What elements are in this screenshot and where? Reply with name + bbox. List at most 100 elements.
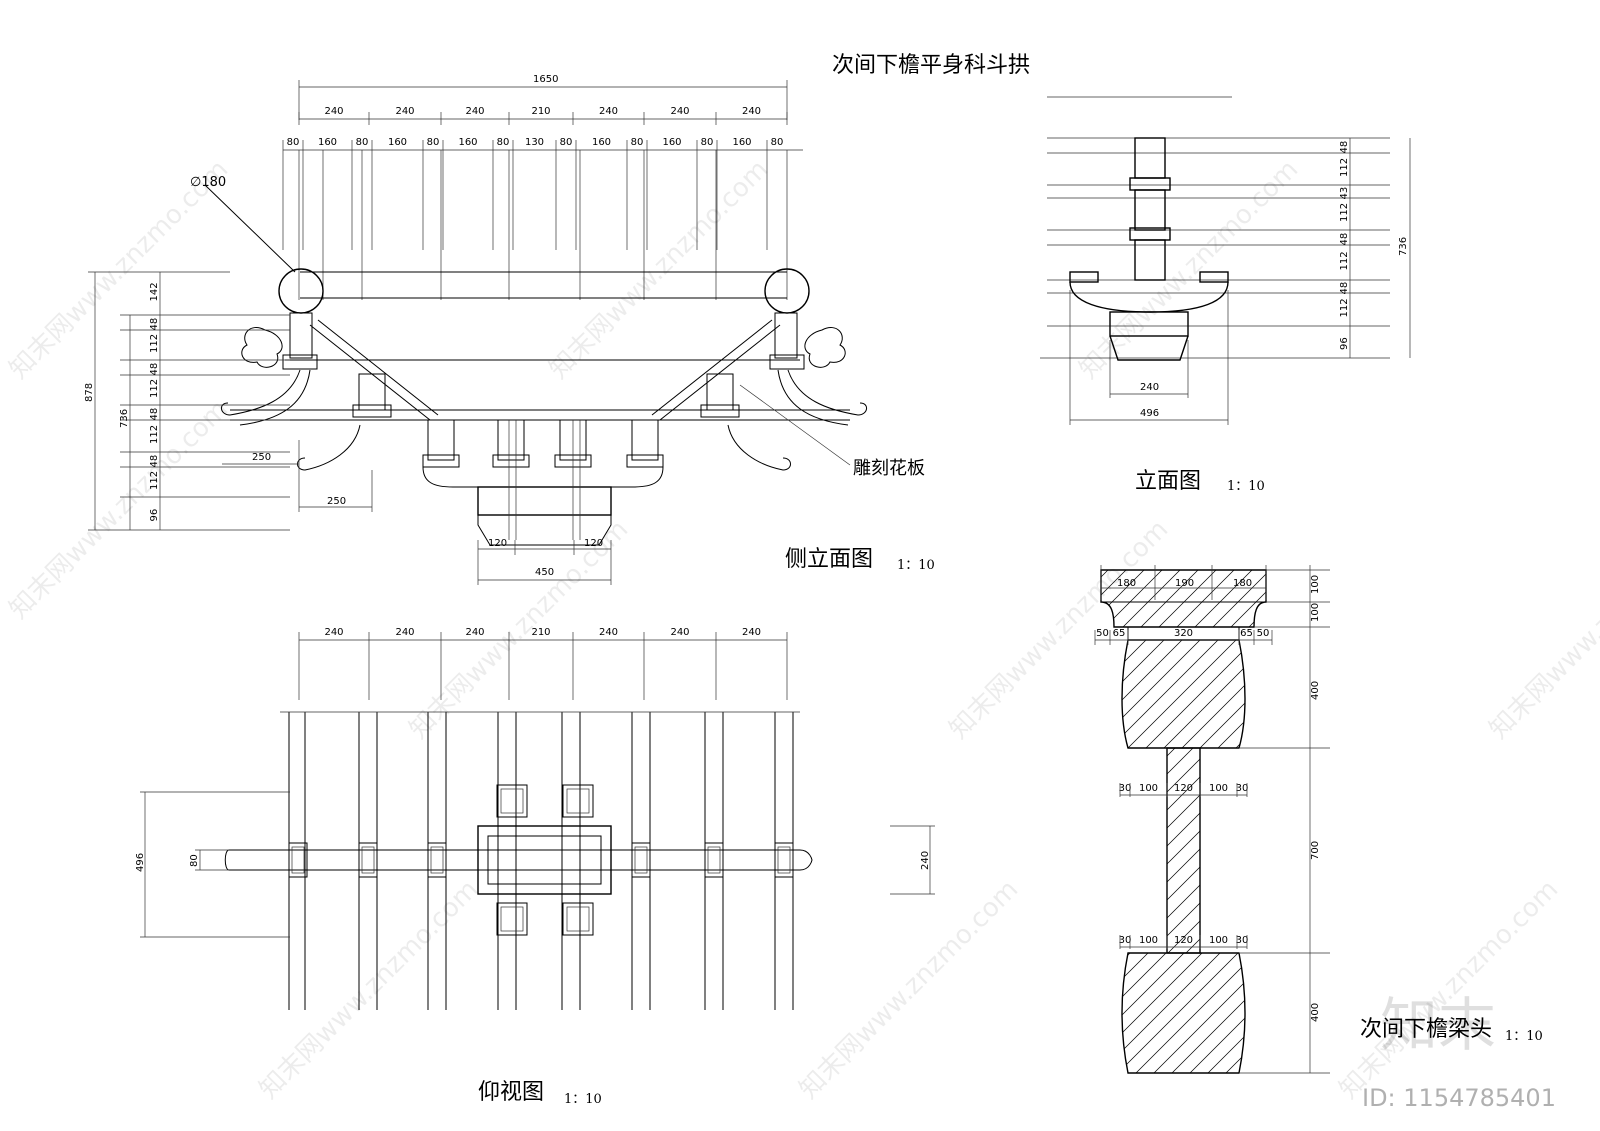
plan-cross-block xyxy=(562,784,594,818)
elev-right-dim-5: 112 xyxy=(1339,251,1350,270)
main-title: 次间下檐平身科斗拱 xyxy=(832,53,1030,78)
dim-base-120b: 120 xyxy=(584,538,603,549)
elevation-scale: 1：10 xyxy=(1227,479,1265,494)
plan-top-dim-2: 240 xyxy=(465,627,484,638)
watermark-10: 知末网www.znzmo.com xyxy=(1334,874,1565,1105)
dim-base-450: 450 xyxy=(535,567,554,578)
side-second-dim-0: 80 xyxy=(287,137,300,148)
plan-square-block xyxy=(774,842,794,878)
dim-arm-250a: 250 xyxy=(252,452,271,463)
base-block xyxy=(477,486,612,516)
carved-panel-label: 雕刻花板 xyxy=(853,458,925,479)
side-top-dim-5: 240 xyxy=(670,106,689,117)
watermark-layer: 知末网www.znzmo.com 知末网www.znzmo.com 知末网www… xyxy=(4,154,1600,1112)
watermark-2: 知末网www.znzmo.com xyxy=(544,154,775,385)
side-left-dim-7: 48 xyxy=(149,455,160,468)
beam-dim-180a: 180 xyxy=(1117,578,1136,589)
side-second-dim-13: 160 xyxy=(732,137,751,148)
side-top-dim-2: 240 xyxy=(465,106,484,117)
watermark-7: 知末网www.znzmo.com xyxy=(1484,514,1600,745)
side-left-dim-0: 142 xyxy=(149,282,160,301)
dim-overall: 1650 xyxy=(533,74,558,85)
beam-row2-dim-0: 50 xyxy=(1096,628,1109,639)
side-left-dim-1: 48 xyxy=(149,318,160,331)
beam-dim-180b: 180 xyxy=(1233,578,1252,589)
arm-right-1 xyxy=(787,369,867,416)
beam-row4-dim-1: 100 xyxy=(1139,935,1158,946)
beam-row3-dim-0: 30 xyxy=(1119,783,1132,794)
beam-row4-dim-0: 30 xyxy=(1119,935,1132,946)
elev-dim-total: 736 xyxy=(1398,237,1409,256)
arm-left-1 xyxy=(221,369,301,416)
plan-center-block xyxy=(477,825,612,895)
side-left-dim-4: 112 xyxy=(149,379,160,398)
logo-watermark: 知末 xyxy=(1380,991,1496,1059)
plan-cross-block xyxy=(562,902,594,936)
dim-736: 736 xyxy=(119,409,130,428)
plan-dim-240: 240 xyxy=(920,851,931,870)
side-left-dim-2: 112 xyxy=(149,334,160,353)
beam-row2-dim-1: 65 xyxy=(1113,628,1126,639)
round-beam-left xyxy=(278,268,324,314)
dim-878: 878 xyxy=(84,383,95,402)
side-left-dim-8: 112 xyxy=(149,471,160,490)
side-left-dim-3: 48 xyxy=(149,363,160,376)
side-second-dim-4: 80 xyxy=(427,137,440,148)
plan-square-block xyxy=(427,842,447,878)
plan-square-block xyxy=(704,842,724,878)
side-second-dim-8: 80 xyxy=(560,137,573,148)
side-second-dim-11: 160 xyxy=(662,137,681,148)
beam-dim-100b: 100 xyxy=(1310,603,1321,622)
side-second-dim-12: 80 xyxy=(701,137,714,148)
elev-dim-240: 240 xyxy=(1140,382,1159,393)
watermark-1: 知末网www.znzmo.com xyxy=(4,154,235,385)
bottom-view-scale: 1：10 xyxy=(564,1092,602,1107)
side-elevation-scale: 1：10 xyxy=(897,558,935,573)
plan-square-block xyxy=(358,842,378,878)
beam-head-scale: 1：10 xyxy=(1505,1029,1543,1044)
beam-row3-dim-3: 100 xyxy=(1209,783,1228,794)
watermark-3: 知末网www.znzmo.com xyxy=(1074,154,1305,385)
side-top-dim-1: 240 xyxy=(395,106,414,117)
elev-right-dim-7: 112 xyxy=(1339,298,1350,317)
side-top-dim-4: 240 xyxy=(599,106,618,117)
watermark-4: 知末网www.znzmo.com xyxy=(4,394,235,625)
plan-top-dim-4: 240 xyxy=(599,627,618,638)
elev-right-dim-0: 48 xyxy=(1339,141,1350,154)
side-top-dim-0: 240 xyxy=(324,106,343,117)
cloud-ornament-left xyxy=(241,327,283,368)
side-left-dim-5: 48 xyxy=(149,408,160,421)
side-second-dim-14: 80 xyxy=(771,137,784,148)
side-top-dim-6: 240 xyxy=(742,106,761,117)
elev-right-dim-2: 43 xyxy=(1339,187,1350,200)
plan-dim-496: 496 xyxy=(135,853,146,872)
beam-dim-400a: 400 xyxy=(1310,681,1321,700)
cloud-ornament-right xyxy=(804,327,846,368)
elev-right-dim-3: 112 xyxy=(1339,203,1350,222)
side-second-dim-9: 160 xyxy=(592,137,611,148)
side-elevation-title: 侧立面图 xyxy=(785,547,873,572)
dim-arm-250b: 250 xyxy=(327,496,346,507)
beam-row2-dim-4: 50 xyxy=(1257,628,1270,639)
plan-top-dim-6: 240 xyxy=(742,627,761,638)
side-second-dim-10: 80 xyxy=(631,137,644,148)
beam-row4-dim-2: 120 xyxy=(1174,935,1193,946)
beam-row3-dim-1: 100 xyxy=(1139,783,1158,794)
elevation-title: 立面图 xyxy=(1135,469,1201,494)
plan-top-dim-3: 210 xyxy=(531,627,550,638)
plan-square-block xyxy=(288,842,308,878)
side-second-dim-5: 160 xyxy=(458,137,477,148)
watermark-6: 知末网www.znzmo.com xyxy=(944,514,1175,745)
beam-dim-100a: 100 xyxy=(1310,575,1321,594)
side-left-dim-6: 112 xyxy=(149,425,160,444)
plan-top-dim-0: 240 xyxy=(324,627,343,638)
elev-dim-496: 496 xyxy=(1140,408,1159,419)
plan-top-dim-1: 240 xyxy=(395,627,414,638)
beam-row3-dim-2: 120 xyxy=(1174,783,1193,794)
side-second-dim-1: 160 xyxy=(318,137,337,148)
id-watermark: ID: 1154785401 xyxy=(1362,1084,1556,1112)
